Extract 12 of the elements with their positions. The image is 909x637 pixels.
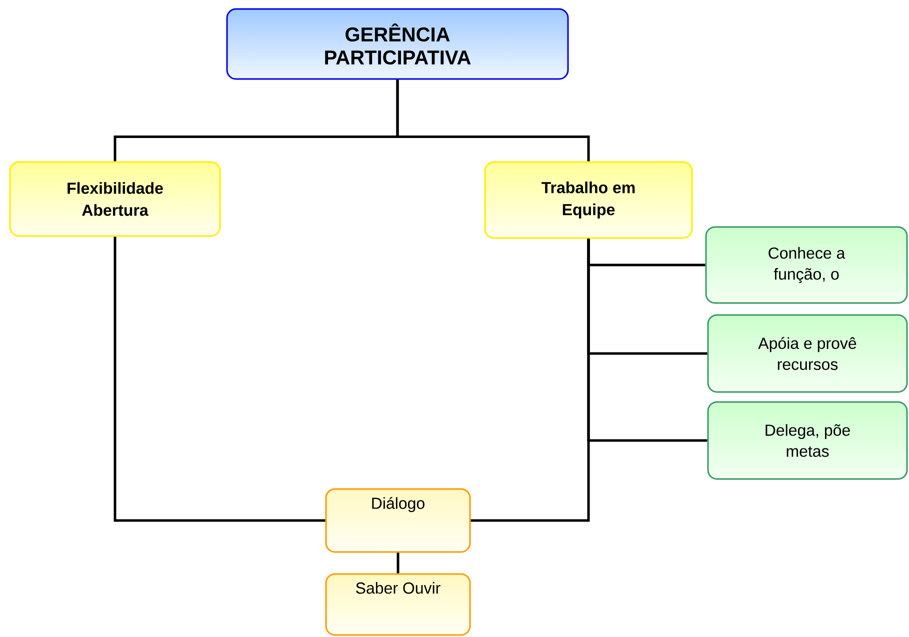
connector-line: [470, 238, 590, 522]
topic-box: Flexibilidade Abertura: [9, 161, 221, 237]
title-box: GERÊNCIA PARTICIPATIVA: [226, 8, 569, 80]
detail-box: Conhece a função, o: [705, 226, 908, 304]
connector-line: [396, 80, 590, 162]
connector-line: [396, 552, 400, 574]
detail-box: Apóia e provê recursos: [707, 314, 908, 393]
detail-box: Delega, põe metas: [707, 401, 908, 480]
topic-box: Trabalho em Equipe: [484, 161, 693, 239]
connector-line: [114, 236, 326, 522]
topic-box: Saber Ouvir: [325, 573, 471, 636]
topic-box: Diálogo: [325, 488, 471, 553]
